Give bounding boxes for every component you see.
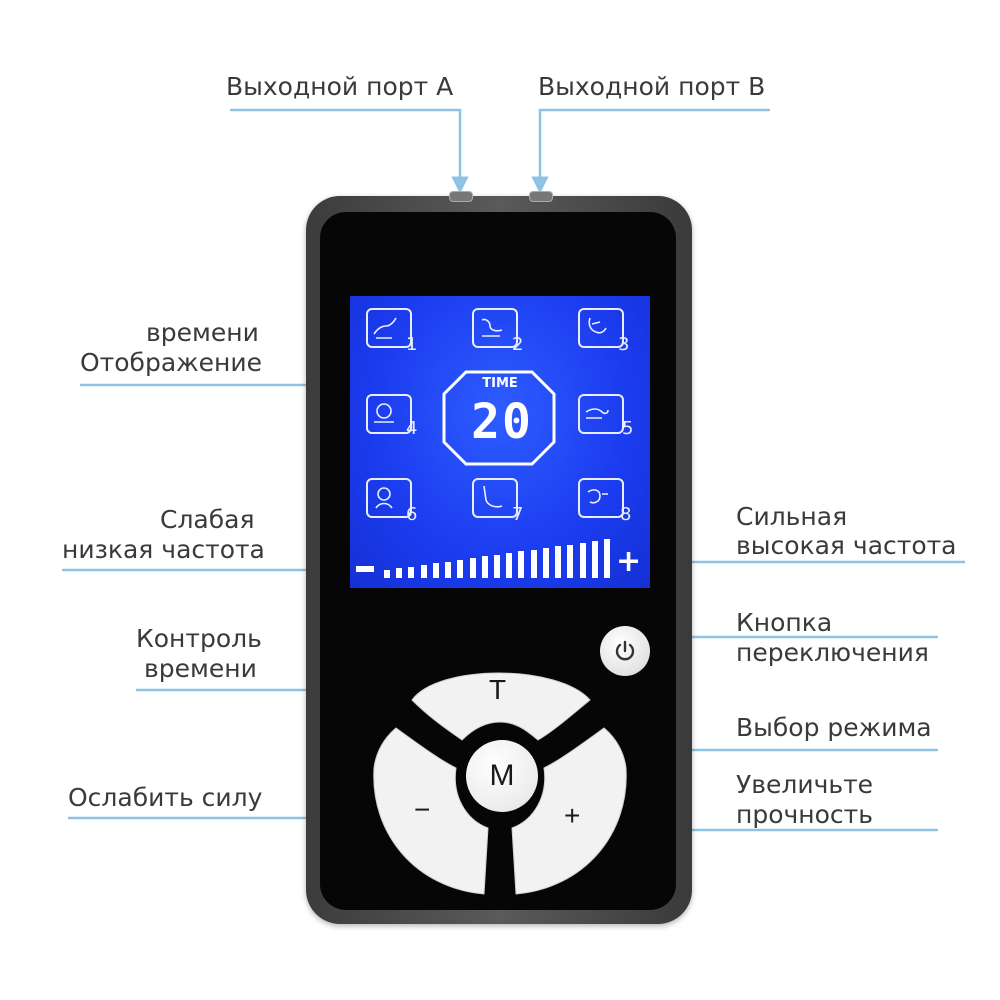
m-button-label: M — [489, 759, 515, 792]
output-port-a — [449, 191, 473, 202]
intensity-segment — [481, 556, 488, 578]
label-increase-2: прочность — [736, 800, 873, 829]
intensity-segment — [494, 554, 500, 578]
label-increase-1: Увеличьте — [736, 770, 874, 799]
time-display-frame — [442, 370, 556, 466]
intensity-segment — [396, 568, 403, 578]
intensity-segment — [445, 561, 452, 578]
intensity-segment — [408, 566, 415, 578]
label-power-1: Кнопка — [736, 608, 833, 637]
mode-4-massage-hand-icon — [366, 394, 412, 434]
label-strong-1: Сильная — [736, 502, 848, 531]
intensity-segment — [591, 541, 598, 578]
intensity-segment — [579, 542, 586, 578]
intensity-segment — [506, 553, 513, 578]
m-button[interactable]: M — [466, 740, 538, 812]
time-value: 20 — [471, 394, 533, 450]
label-weak-1: Слабая — [160, 505, 255, 534]
power-button[interactable] — [600, 626, 650, 676]
label-weak-2: низкая частота — [62, 535, 265, 564]
t-button[interactable] — [411, 672, 591, 741]
intensity-segment — [384, 570, 390, 578]
mode-7-massage-foot-icon — [472, 478, 518, 518]
mode-5-massage-hand-icon — [578, 394, 624, 434]
intensity-segment — [542, 547, 549, 578]
label-power-2: переключения — [736, 638, 929, 667]
mode-2-massage-hand-icon — [472, 308, 518, 348]
mode-3-number: 3 — [618, 334, 630, 355]
intensity-segment — [530, 549, 537, 578]
intensity-segment — [604, 539, 610, 578]
mode-8-number: 8 — [620, 504, 632, 525]
power-icon — [615, 640, 635, 661]
lcd-screen — [350, 296, 650, 588]
callout-port-b — [531, 108, 770, 194]
mode-8-massage-hand-icon — [578, 478, 624, 518]
output-port-b — [529, 191, 553, 202]
mode-6-massage-hand-icon — [366, 478, 412, 518]
label-time-display-2: Отображение — [80, 348, 263, 377]
mode-7-number: 7 — [512, 504, 524, 525]
mode-1-number: 1 — [406, 334, 418, 355]
intensity-segment — [420, 564, 427, 578]
minus-button-label: − — [414, 794, 431, 825]
label-strong-2: высокая частота — [736, 531, 957, 560]
label-port-a: Выходной порт A — [226, 72, 454, 101]
plus-button-label: + — [564, 800, 581, 831]
intensity-segment — [469, 558, 476, 578]
intensity-minus-indicator — [356, 566, 374, 572]
mode-6-number: 6 — [406, 504, 418, 525]
mode-1-massage-hand-icon — [366, 308, 412, 348]
intensity-segment — [518, 551, 525, 578]
mode-3-massage-hand-icon — [578, 308, 624, 348]
minus-button[interactable] — [373, 727, 489, 895]
keypad — [373, 672, 627, 895]
t-button-label: T — [489, 674, 507, 705]
label-time-display-1: времени — [146, 318, 259, 347]
label-time-control-1: Контроль — [136, 624, 262, 653]
mode-4-number: 4 — [406, 418, 418, 439]
label-decrease: Ослабить силу — [68, 783, 263, 812]
callout-port-a — [230, 108, 469, 194]
plus-button[interactable] — [511, 727, 627, 895]
intensity-plus-indicator: + — [616, 544, 642, 579]
mode-2-number: 2 — [512, 334, 524, 355]
label-port-b: Выходной порт B — [538, 72, 766, 101]
intensity-segment — [567, 544, 574, 578]
mode-5-number: 5 — [622, 418, 634, 439]
time-label: TIME — [482, 376, 518, 391]
intensity-segment — [432, 563, 439, 578]
label-time-control-2: времени — [144, 654, 257, 683]
intensity-segment — [555, 546, 562, 578]
label-mode-select: Выбор режима — [736, 713, 932, 742]
intensity-segment — [457, 559, 464, 578]
